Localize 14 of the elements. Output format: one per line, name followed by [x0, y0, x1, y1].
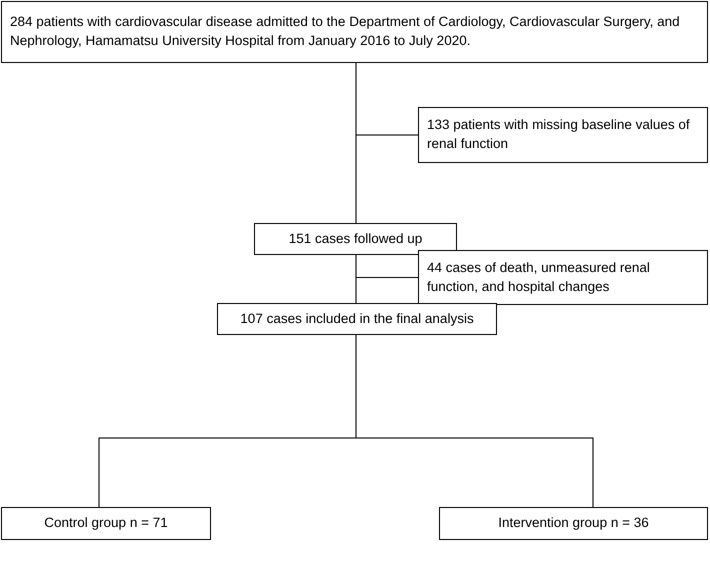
- flow-box: [418, 250, 708, 305]
- box-text: 107 cases included in the final analysis: [240, 310, 474, 328]
- flow-box: [254, 223, 457, 255]
- box-text: Intervention group n = 36: [498, 514, 649, 532]
- box-text: Control group n = 71: [44, 514, 168, 532]
- box-text: 44 cases of death, unmeasured renal function, and hospital changes: [427, 258, 651, 296]
- box-text: 151 cases followed up: [288, 230, 422, 248]
- box-text: 133 patients with missing baseline values of renal function: [427, 116, 691, 153]
- flow-box: [439, 507, 708, 540]
- box-text: 284 patients with cardiovascular disease admitted to the Department of Cardiology, Cardiovascular Surgery, and Nephrology, Hamamatsu University Hospital from January 2016 to July 2020.: [10, 13, 681, 50]
- flow-box: [217, 303, 497, 335]
- flow-box: [1, 1, 708, 63]
- flow-box: [418, 107, 708, 163]
- flow-box: [1, 507, 211, 540]
